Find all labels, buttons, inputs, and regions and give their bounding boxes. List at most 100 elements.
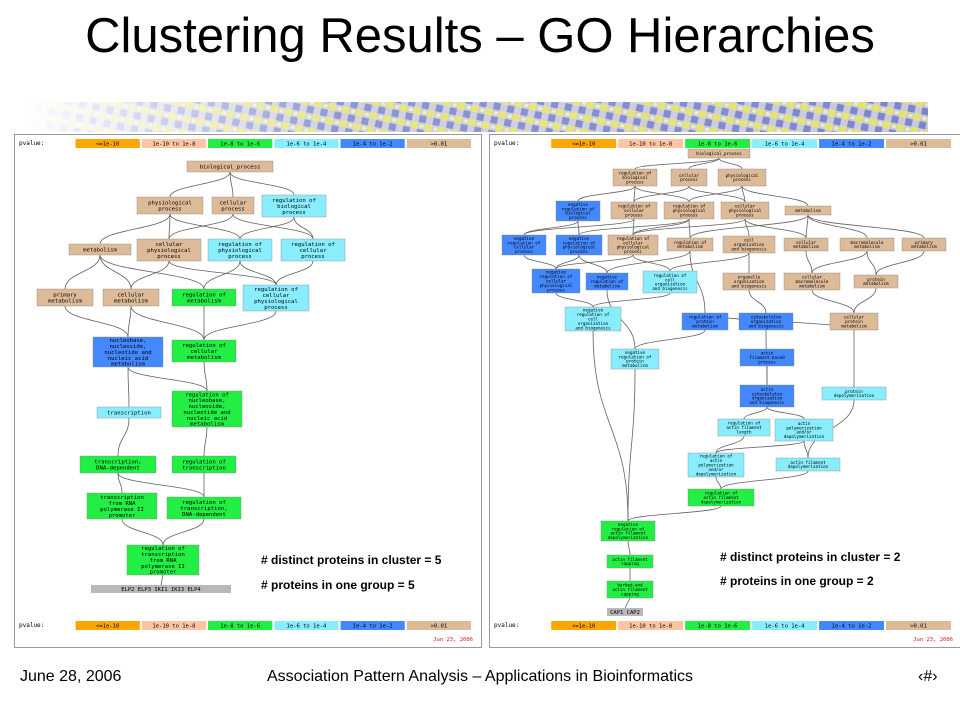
legend-text: 1e-8 to 1e-6 <box>220 624 260 630</box>
go-term-box <box>739 384 795 408</box>
go-term-label: cell <box>744 238 755 243</box>
go-term-label: polymerization <box>786 425 822 430</box>
go-term-label: cellular <box>514 245 535 250</box>
go-term-label: length <box>736 429 752 434</box>
hierarchy-edge <box>523 254 557 270</box>
hierarchy-edge <box>715 435 745 454</box>
legend-swatch <box>685 139 751 148</box>
go-term-box <box>687 148 751 159</box>
go-term-label: cellular <box>623 240 644 245</box>
go-term-label: biological_process <box>200 164 261 170</box>
go-term-label: organization <box>734 279 765 284</box>
go-term-label: regulation of <box>689 315 722 320</box>
go-term-label: primary <box>915 240 933 245</box>
hierarchy-edge <box>293 216 314 240</box>
go-term-label: process <box>221 206 245 212</box>
go-term-label: actin <box>798 421 811 426</box>
go-term-label: metabolism <box>911 244 937 249</box>
go-term-box <box>720 201 770 220</box>
go-term-box <box>839 237 895 252</box>
go-term-box <box>126 544 200 576</box>
hierarchy-edge <box>64 305 129 338</box>
go-term-label: negative <box>618 522 639 527</box>
go-term-label: regulation of <box>254 287 298 293</box>
hierarchy-edge <box>555 292 594 308</box>
legend-swatch <box>618 139 684 148</box>
slide-number: ‹#› <box>918 668 938 685</box>
hierarchy-edge <box>127 366 208 392</box>
go-term-box <box>717 168 767 187</box>
go-term-label: cytoskeleton <box>751 315 782 320</box>
hierarchy-edge <box>627 505 722 522</box>
go-term-label: nucleoside, <box>109 344 146 350</box>
legend-swatch <box>274 139 339 148</box>
go-term-label: transcription, <box>94 460 141 466</box>
hierarchy-edge <box>807 214 925 239</box>
go-term-box <box>739 348 795 367</box>
go-term-label: transcription <box>141 552 185 558</box>
go-term-box <box>901 237 947 252</box>
go-term-label: nucleoside, <box>188 404 225 410</box>
hierarchy-edge <box>715 476 722 490</box>
go-term-tdna: transcription,DNA-dependent <box>79 455 157 474</box>
go-term-regcellphys: regulation ofcellularphysiologicalproces… <box>242 284 310 312</box>
legend-swatch <box>618 621 684 630</box>
hierarchy-edge <box>744 218 807 239</box>
go-term-label: process <box>158 206 182 212</box>
go-term-regnuc: regulation ofnucleobase,nucleoside,nucle… <box>171 390 243 428</box>
go-term-box <box>136 238 202 262</box>
go-term-box <box>36 288 94 307</box>
go-term-label: metabolism <box>114 298 148 304</box>
hierarchy-edge <box>866 250 877 276</box>
legend-text: <=1e-10 <box>96 142 119 148</box>
go-term-label: regulation of <box>182 460 226 466</box>
go-term-box <box>242 284 310 312</box>
go-term-label: transcription <box>100 495 144 501</box>
go-term-label: physiological <box>729 208 762 213</box>
go-term-label: metabolism <box>863 281 889 286</box>
legend-text: >0.01 <box>431 142 448 148</box>
go-term-box <box>642 270 698 294</box>
legend-text: 1e-6 to 1e-4 <box>765 624 805 630</box>
go-term-label: metabolism <box>48 298 82 304</box>
go-term-label: process <box>626 179 644 184</box>
hierarchy-edge <box>162 518 205 546</box>
legend-swatch <box>819 139 885 148</box>
hierarchy-edge <box>168 260 277 286</box>
stat-distinct-proteins-left: # distinct proteins in cluster = 5 <box>261 553 442 567</box>
stat-proteins-group-right: # proteins in one group = 2 <box>720 574 874 588</box>
go-term-box <box>612 168 658 187</box>
go-term-box <box>186 160 274 173</box>
go-term-label: regulation of <box>540 274 573 279</box>
go-term-label: actin <box>761 351 774 356</box>
legend-text: 1e-10 to 1e-8 <box>152 142 195 148</box>
go-term-box <box>783 272 841 291</box>
go-term-label: cellular <box>263 293 291 299</box>
go-term-label: depolymerization <box>701 499 742 504</box>
go-term-label: physiological <box>617 245 650 250</box>
go-term-label: capping <box>621 561 639 566</box>
go-term-label: polymerization <box>698 462 734 467</box>
pvalue-label: pvalue: <box>494 622 519 629</box>
go-term-label: actin filament <box>612 557 648 562</box>
gene-list: ELP2 ELP3 IKI1 IKI3 ELP4 <box>121 587 201 593</box>
go-term-label: biological <box>277 204 311 210</box>
go-term-label: primary <box>53 293 77 299</box>
go-term-box <box>681 312 729 331</box>
legend-swatch <box>886 621 951 630</box>
go-term-label: process <box>570 249 588 254</box>
go-term-label: process <box>625 212 643 217</box>
hierarchy-edge <box>718 157 743 170</box>
